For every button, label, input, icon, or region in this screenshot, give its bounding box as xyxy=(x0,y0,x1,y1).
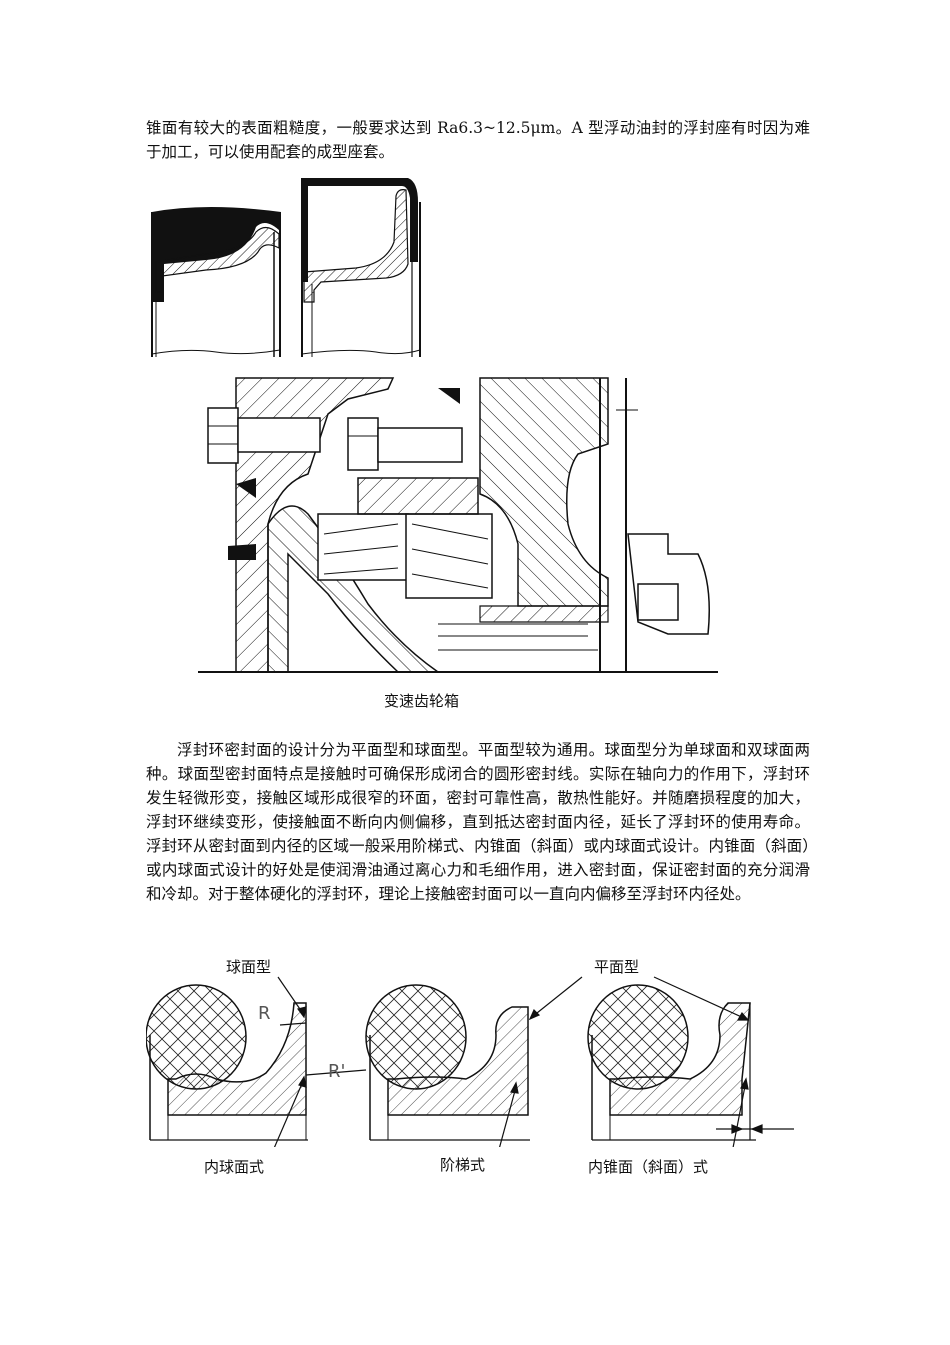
label-R-prime: R' xyxy=(328,1061,346,1082)
label-spherical: 球面型 xyxy=(226,958,272,976)
profile-inner-spherical xyxy=(146,984,308,1141)
label-inner-cone: 内锥面（斜面）式 xyxy=(588,1158,709,1176)
seat-sleeve-figure xyxy=(151,178,421,357)
paragraph-seal-design: 浮封环密封面的设计分为平面型和球面型。平面型较为通用。球面型分为单球面和双球面两… xyxy=(146,741,810,903)
label-R: R xyxy=(258,1003,271,1024)
seal-profile-figure xyxy=(146,976,794,1147)
sleeve-left xyxy=(151,207,281,357)
profile-stepped xyxy=(365,984,530,1141)
leader-lines xyxy=(273,976,794,1147)
label-inner-spherical: 内球面式 xyxy=(204,1158,265,1176)
label-stepped: 阶梯式 xyxy=(440,1156,486,1174)
paragraph-intro: 锥面有较大的表面粗糙度，一般要求达到 Ra6.3~12.5μm。A 型浮动油封的… xyxy=(146,119,810,161)
gearbox-caption: 变速齿轮箱 xyxy=(384,692,460,710)
sleeve-right xyxy=(301,178,421,357)
profile-inner-cone xyxy=(587,984,756,1141)
gearbox-section-figure xyxy=(198,374,718,676)
label-flat: 平面型 xyxy=(594,958,640,976)
